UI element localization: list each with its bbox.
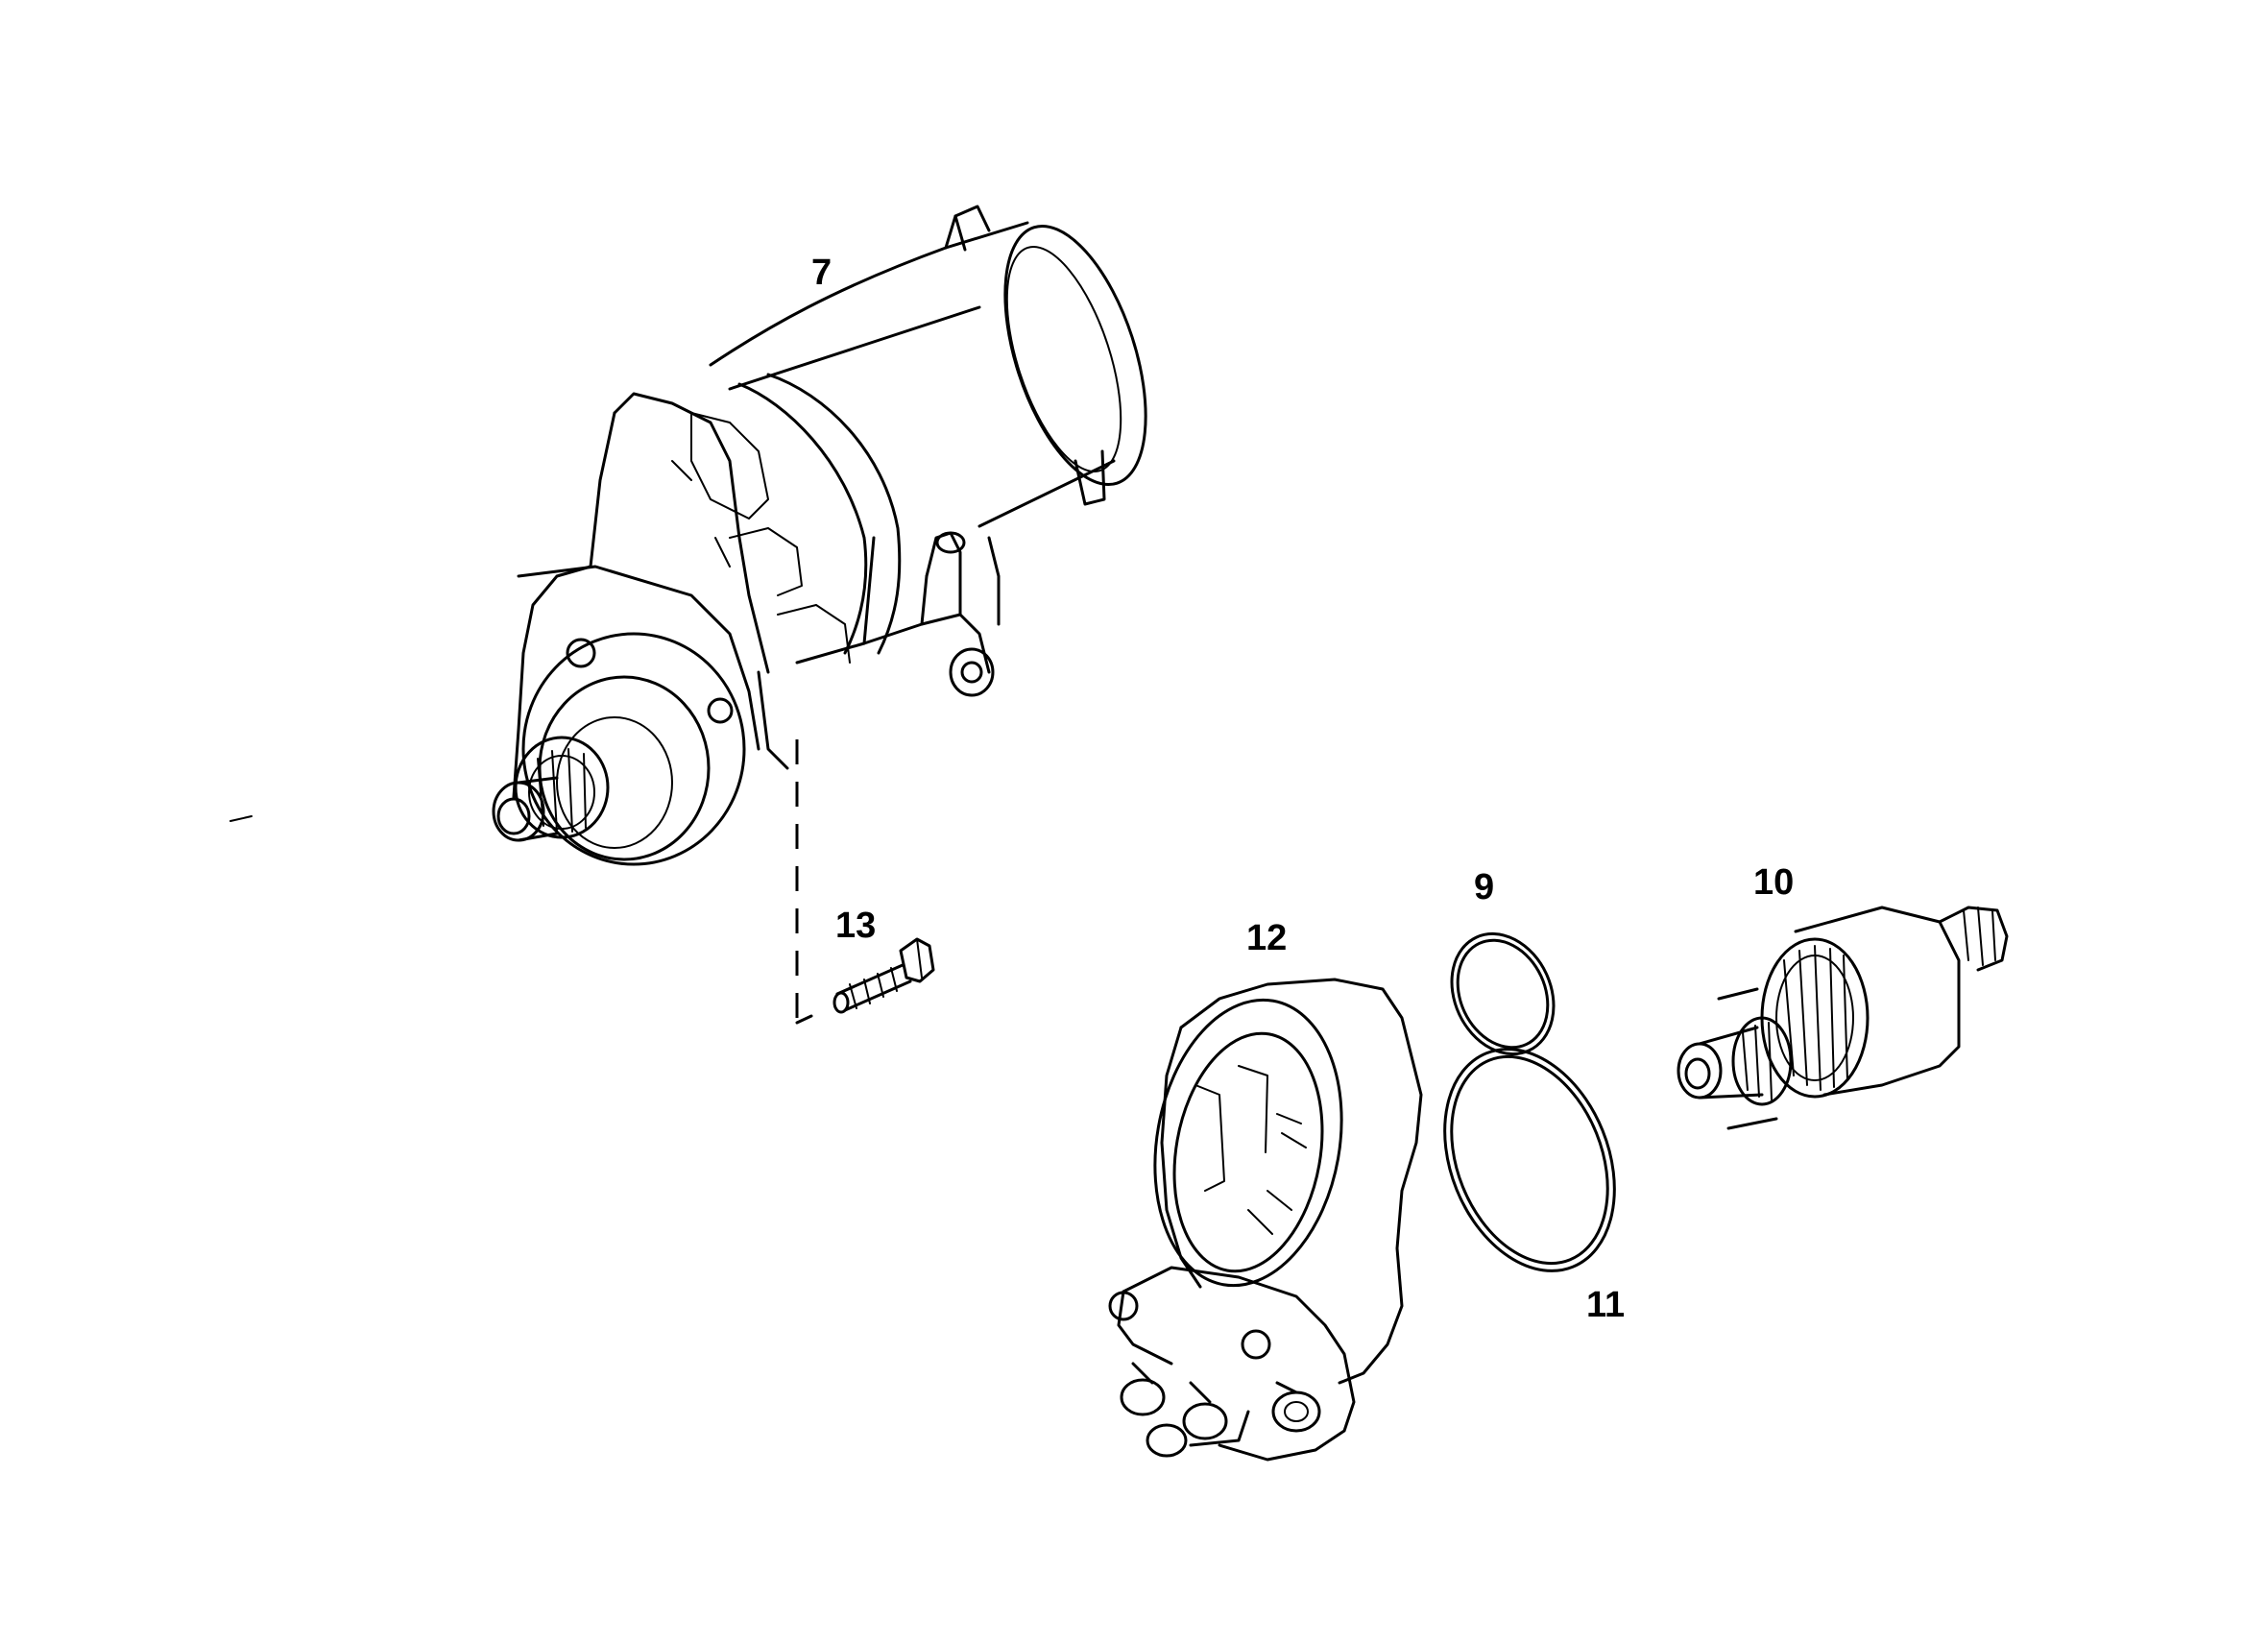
bolt bbox=[832, 937, 935, 1014]
large-o-ring bbox=[1443, 1048, 1616, 1272]
drive-pinion-assembly bbox=[1677, 906, 2009, 1130]
callout-part-7: 7 bbox=[811, 253, 832, 293]
callout-part-13: 13 bbox=[835, 906, 877, 946]
callout-part-9: 9 bbox=[1474, 867, 1495, 907]
starter-motor-assembly bbox=[229, 205, 1147, 1025]
callout-part-12: 12 bbox=[1246, 918, 1288, 958]
callout-part-10: 10 bbox=[1753, 862, 1795, 903]
callout-part-11: 11 bbox=[1586, 1285, 1626, 1325]
small-o-ring bbox=[1450, 931, 1556, 1056]
drive-end-housing bbox=[1108, 978, 1423, 1462]
